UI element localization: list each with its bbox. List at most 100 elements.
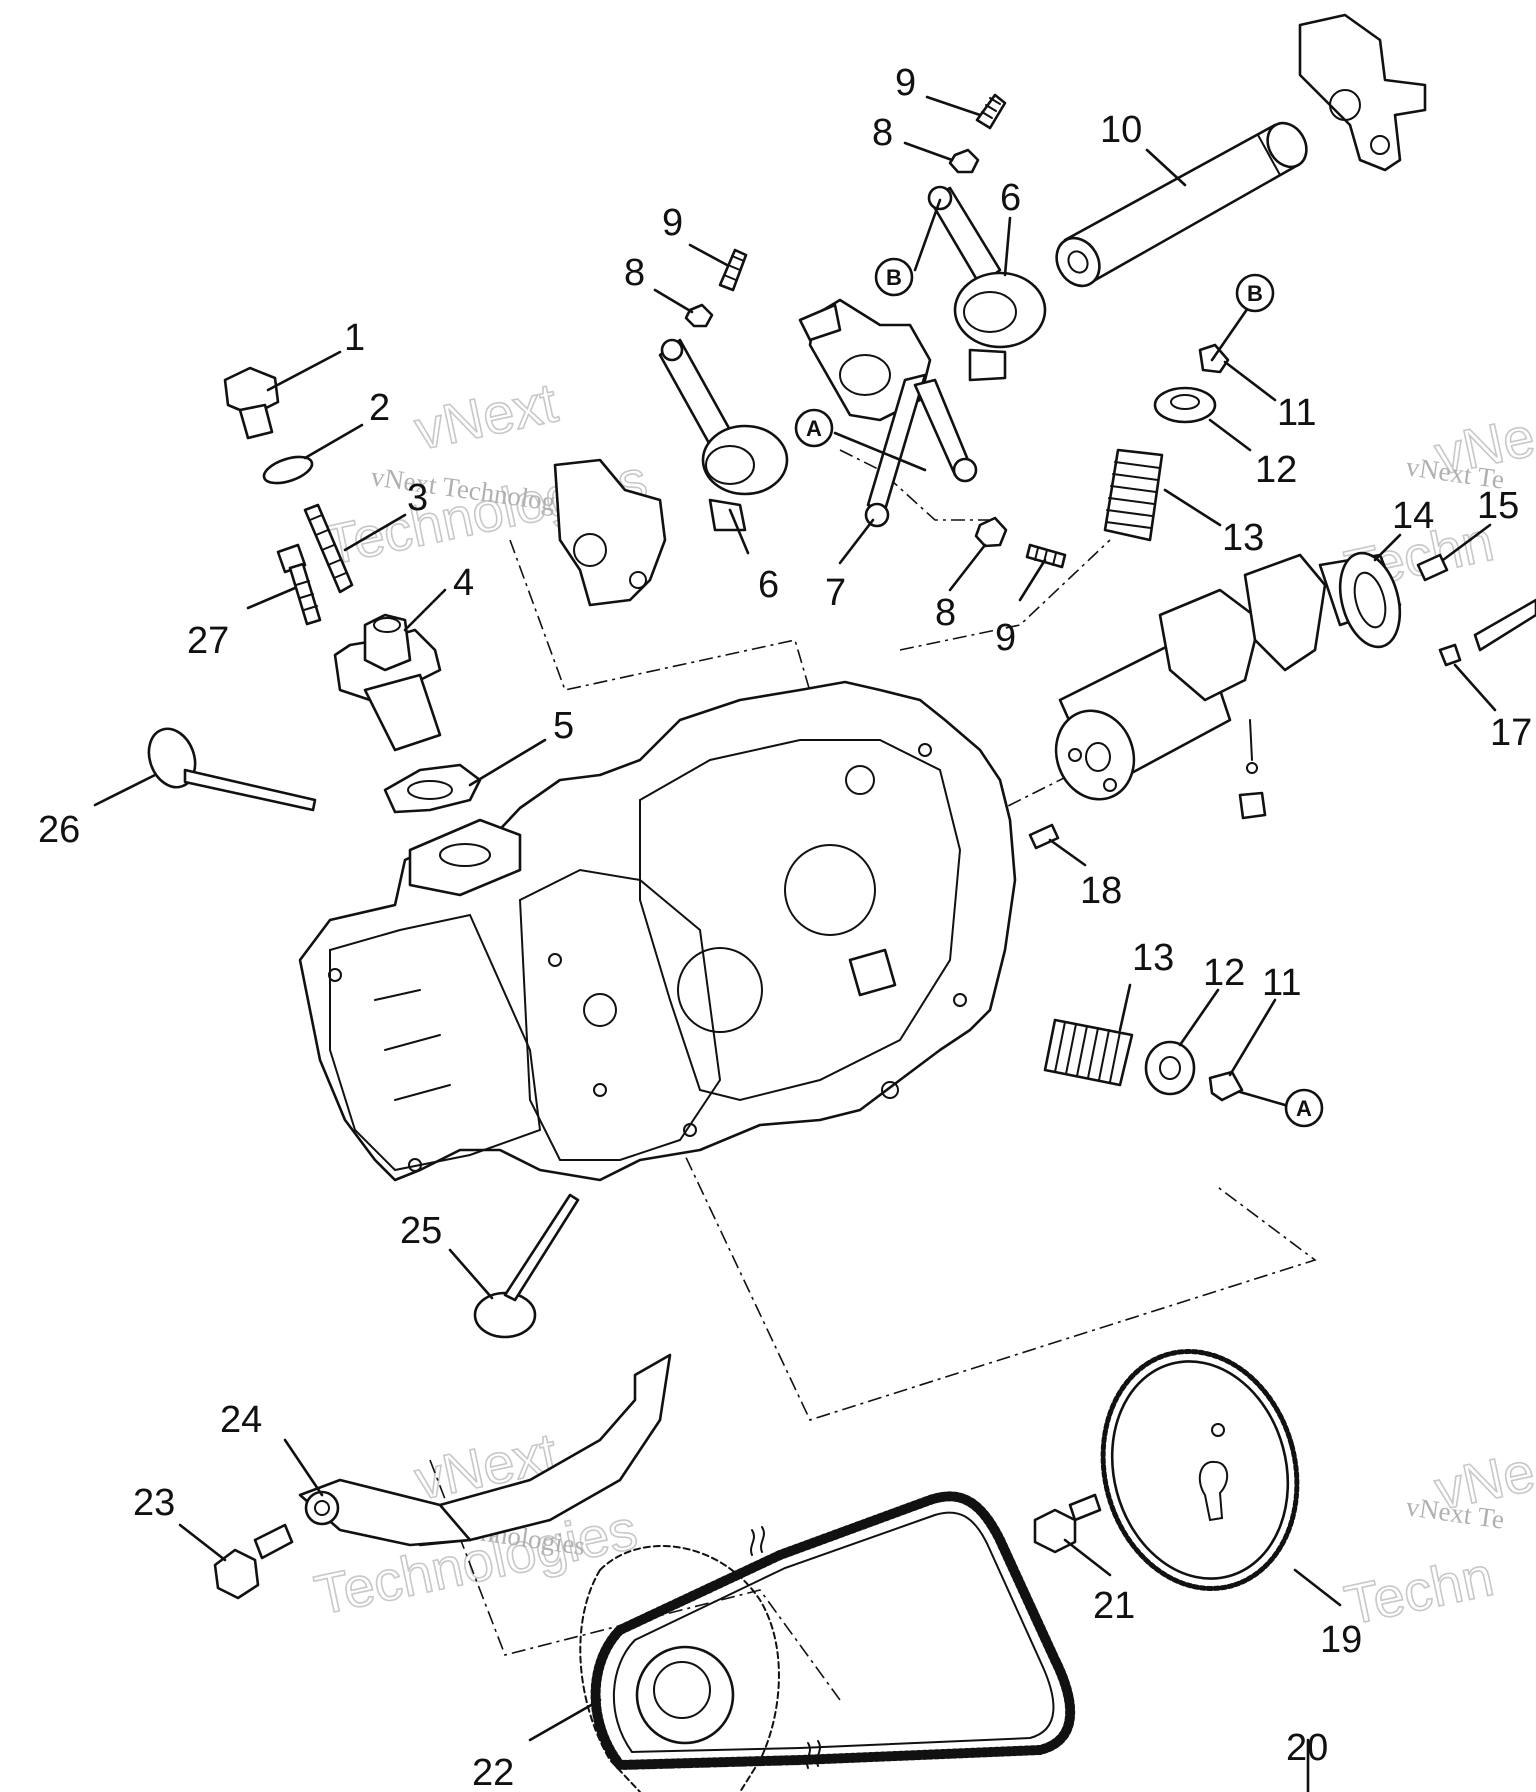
callout-3: 3: [407, 477, 428, 519]
assembly-line-tensioner: [429, 1459, 841, 1701]
leader-refB1: [913, 198, 942, 272]
leader-18: [1048, 838, 1087, 867]
head-gasket-face-right: [518, 868, 722, 1161]
callout-9c: 9: [895, 62, 916, 104]
bolt-27-thread: [295, 580, 318, 611]
part-25-valve: [473, 1193, 580, 1339]
adjuster-screw-9-top-thread: [981, 97, 1001, 119]
leader-27: [246, 586, 297, 610]
leader-22: [528, 1698, 602, 1742]
valve-guide-boss: [848, 948, 897, 997]
leader-refA2: [1238, 1090, 1287, 1107]
callout-9a: 9: [995, 617, 1016, 659]
leader-8b: [653, 288, 694, 314]
leader-21: [1063, 1538, 1112, 1577]
retainer-12-upper: [1153, 386, 1217, 424]
callout-10: 10: [1100, 109, 1142, 151]
part-24-chain-guide: [298, 1353, 672, 1547]
part-3-stud: [303, 503, 354, 594]
leader-11b: [1228, 998, 1277, 1077]
adjusters: [684, 93, 1067, 569]
ref-a-circle-1: [794, 408, 834, 448]
head-fin-3: [394, 1084, 451, 1101]
callout-8b: 8: [624, 252, 645, 294]
camshaft-plug: [1238, 791, 1267, 820]
plug-bolt-head: [223, 366, 280, 417]
leader-refA1: [833, 431, 927, 472]
rocker-7-tip-b: [952, 457, 978, 483]
leader-19: [1293, 1568, 1342, 1607]
leader-17: [1453, 663, 1497, 712]
cylinder-head: [298, 680, 1017, 1182]
cam-sprocket-face: [1110, 1360, 1290, 1580]
callout-22: 22: [472, 1752, 514, 1792]
callout-20: 20: [1286, 1727, 1328, 1769]
leader-12b: [1178, 988, 1220, 1047]
rocker-left-hub: [701, 424, 789, 496]
tensioner-boss: [363, 613, 412, 672]
callout-8c: 8: [872, 112, 893, 154]
combustion-chamber-2: [784, 844, 876, 936]
bolt-hole-8: [881, 1081, 899, 1099]
spring-13-lower-coils: [1054, 1021, 1121, 1083]
head-fin-2: [384, 1034, 441, 1051]
bolt-hole-7: [953, 993, 967, 1007]
camshaft-hub-center: [1085, 742, 1111, 772]
retainer-12-lower: [1144, 1040, 1196, 1096]
part-6-rocker-left: [658, 338, 789, 532]
valve-26-stem: [183, 768, 317, 812]
part-2-washer: [262, 455, 314, 485]
callout-12a: 12: [1255, 449, 1297, 491]
spring-13-upper: [1103, 448, 1164, 542]
part-26-valve: [147, 727, 317, 812]
reference-markers: A A B B: [794, 257, 1324, 1128]
spring-13-upper-coils: [1105, 461, 1161, 529]
rocker-shaft-end-left: [1055, 236, 1101, 288]
chain-break-2: [806, 1740, 821, 1769]
callout-11b: 11: [1262, 962, 1301, 1004]
cam-cap-top-right: [1298, 13, 1427, 172]
port-1: [583, 993, 617, 1027]
assembly-line-a-link: [839, 449, 990, 521]
callout-13a: 13: [1222, 517, 1264, 559]
leader-7: [838, 518, 875, 565]
callout-17: 17: [1490, 712, 1532, 754]
bolt-hole-2: [408, 1158, 422, 1172]
callout-21: 21: [1093, 1585, 1135, 1627]
leader-4: [403, 588, 447, 632]
cam-cap-top-right-body: [1298, 13, 1427, 172]
callout-26: 26: [38, 809, 80, 851]
part-10-rocker-shaft: [1055, 121, 1308, 288]
head-gasket-face-left: [329, 913, 542, 1172]
leader-24: [283, 1438, 324, 1497]
callout-6a: 6: [758, 564, 779, 606]
stud-thread: [309, 514, 347, 579]
callout-8a: 8: [935, 592, 956, 634]
leader-9c: [925, 95, 982, 117]
ref-b-label-1: B: [886, 265, 902, 290]
part-6-rocker-right: [927, 185, 1047, 382]
callout-2: 2: [369, 387, 390, 429]
bolt-hole-1: [328, 968, 342, 982]
rocker-bracket-hole-1: [573, 533, 607, 567]
part-18-pin: [1028, 823, 1060, 850]
camshaft-hub-pin-2: [1103, 778, 1117, 792]
callout-9b: 9: [662, 202, 683, 244]
leader-23: [178, 1523, 227, 1562]
callout-4: 4: [453, 562, 474, 604]
bolt-21-shank: [1068, 1493, 1102, 1522]
cam-sprocket-keyhole: [1198, 1460, 1229, 1522]
callout-7: 7: [825, 572, 846, 614]
leader-14: [1373, 533, 1402, 562]
camshaft-oil-line: [1249, 719, 1253, 761]
leader-11a: [1223, 360, 1277, 402]
leader-25: [448, 1248, 494, 1300]
cam-cap-hole-1: [1329, 89, 1361, 121]
rocker-bracket-center-body: [553, 458, 667, 607]
leader-13a: [1163, 488, 1222, 527]
part-4-tensioner: [333, 613, 442, 752]
callout-13b: 13: [1132, 937, 1174, 979]
rocker-right-hub: [953, 271, 1047, 349]
guide-24-pivot: [304, 1490, 340, 1526]
leader-6b: [1003, 216, 1012, 277]
